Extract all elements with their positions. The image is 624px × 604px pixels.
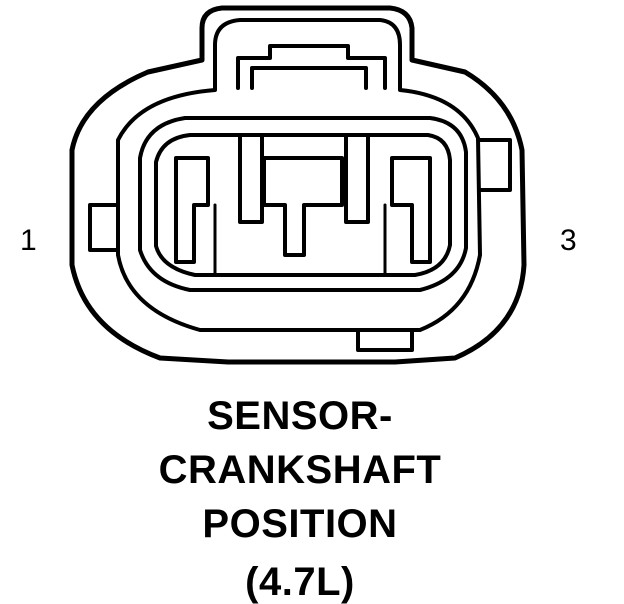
connector-housing-outer	[69, 5, 527, 365]
separator-right	[344, 133, 370, 224]
cavity-inner	[154, 133, 452, 277]
pin-1-terminal	[174, 156, 210, 264]
separator-left	[238, 133, 264, 224]
bottom-key	[356, 328, 414, 352]
caption-line-1: SENSOR-	[207, 394, 393, 438]
pin-3-terminal	[390, 156, 432, 264]
caption-line-2: CRANKSHAFT	[158, 448, 442, 492]
pin-2-terminal	[262, 156, 344, 257]
pin-3-label: 3	[560, 224, 577, 257]
connector-housing-inner	[116, 18, 482, 332]
caption-line-4: (4.7L)	[245, 560, 355, 604]
right-locking-tab	[478, 138, 512, 192]
pin-1-label: 1	[20, 224, 37, 257]
left-locking-tab	[88, 203, 120, 252]
caption-line-3: POSITION	[202, 502, 398, 546]
cavity-outer	[138, 116, 468, 292]
latch-bar	[250, 66, 368, 90]
latch-outline	[236, 44, 387, 90]
